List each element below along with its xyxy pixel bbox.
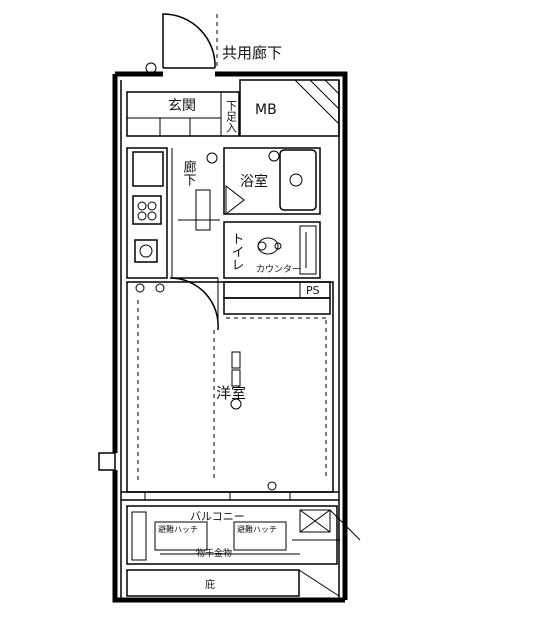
corridor-label: 共用廊下: [222, 44, 282, 62]
entrance-area: [126, 91, 240, 137]
hallway-label: 廊下: [181, 159, 197, 186]
room-label: 洋室: [216, 384, 246, 402]
evac-hatch-left-label: 避難ハッチ: [158, 524, 198, 534]
balcony-label: バルコニー: [190, 510, 245, 523]
toilet-label: トイレ: [229, 232, 244, 271]
mb-shaft: [239, 79, 340, 137]
drying-rack-label: 物干金物: [196, 547, 232, 559]
evac-hatch-right-label: 避難ハッチ: [237, 524, 277, 534]
bathroom-label: 浴室: [240, 173, 268, 190]
toilet: [223, 221, 321, 279]
counter-label: カウンター: [256, 264, 301, 275]
balcony: [126, 505, 361, 565]
kitchen-column: [126, 147, 173, 279]
hallway-fixtures: [169, 152, 220, 331]
eaves: [126, 569, 340, 597]
bathroom: [223, 147, 321, 216]
shoe-closet-label: 下足入: [225, 100, 238, 133]
ps-label: PS: [306, 284, 320, 297]
entrance-door: [145, 13, 218, 74]
eaves-label: 庇: [205, 578, 215, 591]
balcony-window: [121, 491, 339, 501]
entrance-label: 玄関: [168, 97, 196, 114]
mb-label: MB: [255, 102, 277, 118]
outer-walls: [98, 71, 348, 603]
